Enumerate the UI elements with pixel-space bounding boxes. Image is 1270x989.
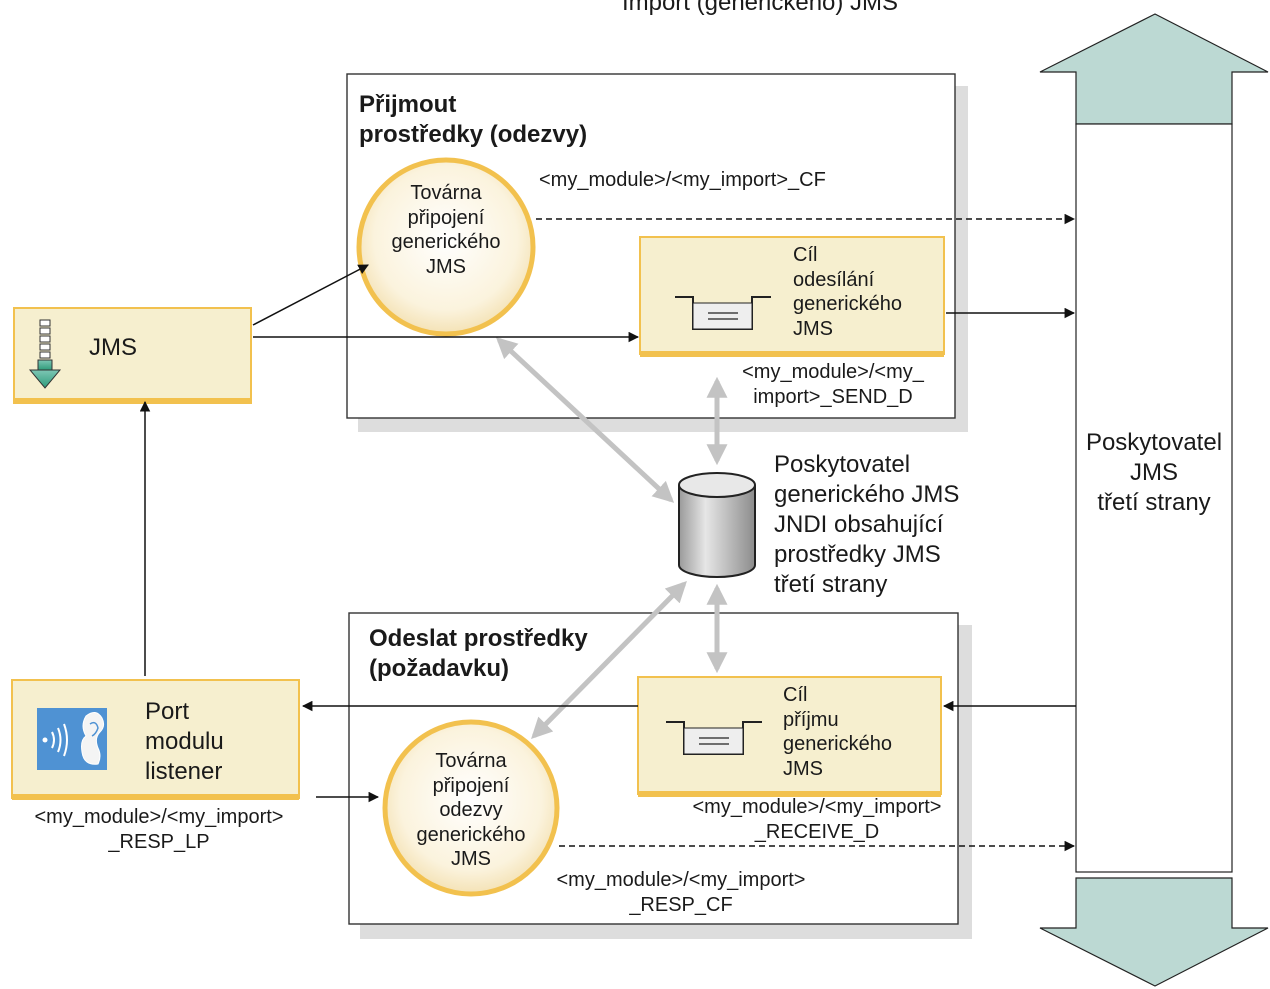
ear-listener-icon: [37, 708, 107, 770]
connectors: [139, 213, 1076, 852]
jndi-provider-label: Poskytovatel generického JMS JNDI obsahu…: [774, 451, 960, 598]
response-factory-circle: [382, 719, 560, 897]
jms-arrow-icon: [28, 319, 62, 389]
queue-icon: [675, 296, 771, 330]
gray-lookup-arrows: [495, 337, 728, 739]
receive-group-heading: Přijmout prostředky (odezvy): [359, 91, 588, 148]
jndi-database-icon: [678, 472, 756, 578]
send-destination-box: [639, 236, 945, 357]
receive-destination-jndi: <my_module>/<my_import> _RECEIVE_D: [692, 796, 942, 843]
connection-factory-label: Továrna připojení generického JMS: [391, 182, 501, 278]
jms-import-label: JMS: [89, 334, 137, 361]
third-party-provider-label: Poskytovatel JMS třetí strany: [1085, 429, 1223, 516]
listener-port-jndi: <my_module>/<my_import> _RESP_LP: [34, 806, 284, 853]
send-destination-label: Cíl odesílání generického JMS: [793, 244, 902, 340]
bus-column: [1075, 123, 1233, 873]
listener-port-box: [11, 679, 300, 800]
connection-factory-circle: [356, 157, 536, 337]
third-party-provider-bus: [1039, 13, 1269, 987]
bus-down-arrow: [1039, 877, 1269, 987]
listener-port-label: Port modulu listener: [145, 698, 224, 785]
receive-destination-label: Cíl příjmu generického JMS: [783, 684, 892, 780]
bus-up-arrow: [1039, 13, 1269, 125]
factory-jndi-name: <my_module>/<my_import>_CF: [539, 169, 826, 191]
receive-destination-box: [637, 676, 942, 797]
send-group-heading: Odeslat prostředky (požadavku): [369, 625, 588, 682]
diagram-title: Import (generického) JMS: [621, 0, 899, 16]
response-factory-label: Továrna připojení odezvy generického JMS: [416, 750, 526, 870]
jms-import-box: [13, 307, 252, 404]
response-factory-jndi: <my_module>/<my_import> _RESP_CF: [556, 869, 806, 916]
send-destination-jndi: <my_module>/<my_ import>_SEND_D: [742, 361, 924, 408]
